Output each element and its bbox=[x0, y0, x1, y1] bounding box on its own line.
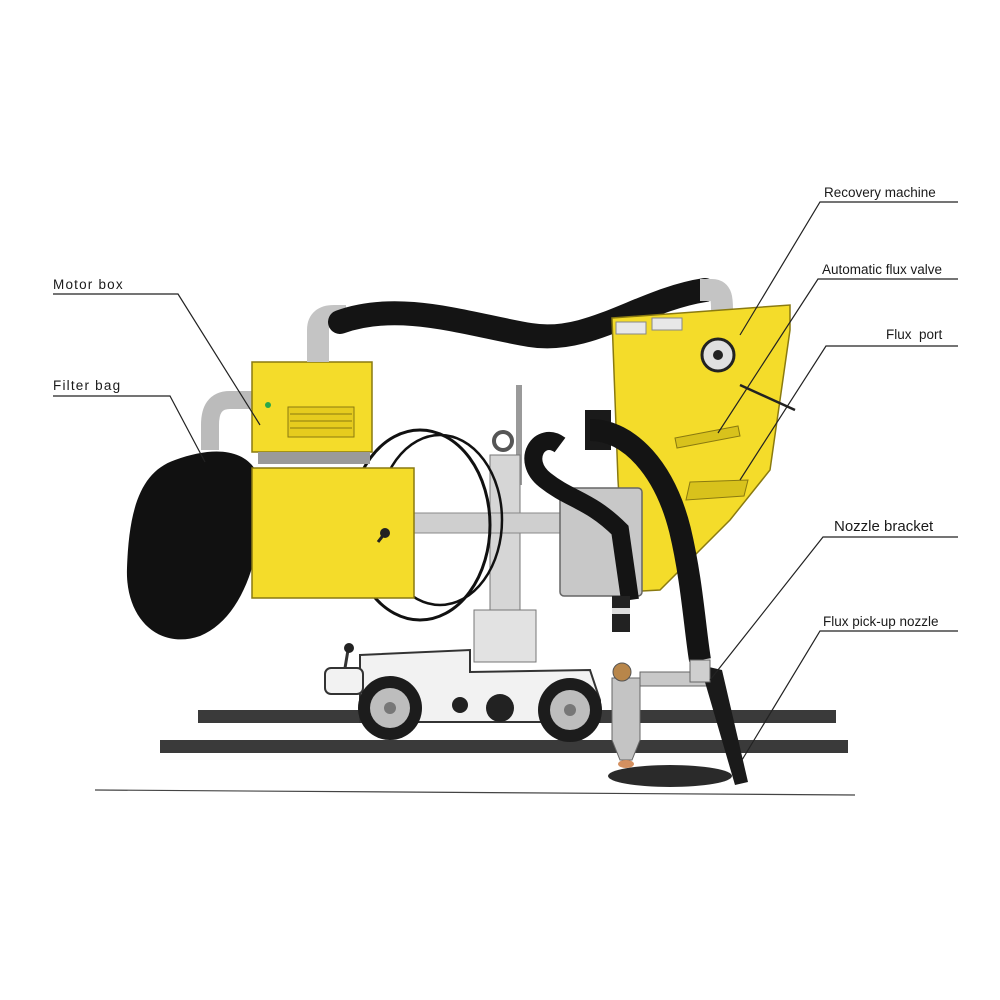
feed-hose bbox=[524, 432, 639, 602]
motor-box-vent bbox=[287, 406, 355, 438]
hopper-top-pipe bbox=[700, 279, 733, 311]
pickup-nozzle bbox=[700, 665, 748, 785]
hopper-lid-left bbox=[615, 321, 647, 335]
label-filter-bag: Filter bag bbox=[53, 378, 121, 393]
motor-box-indicator bbox=[265, 402, 271, 408]
mast-eye bbox=[492, 430, 514, 452]
mast-base bbox=[473, 609, 537, 663]
tractor-lever-knob bbox=[344, 643, 354, 653]
cross-arm bbox=[399, 512, 561, 534]
motor-box-base bbox=[258, 452, 370, 464]
mast-rod bbox=[516, 385, 522, 485]
label-recovery-machine: Recovery machine bbox=[824, 185, 936, 200]
leader-nozzle-bracket bbox=[709, 536, 958, 681]
leader-recovery-machine bbox=[739, 201, 958, 336]
leader-automatic-flux-valve bbox=[717, 278, 958, 434]
rail-front bbox=[160, 740, 848, 753]
torch-tip bbox=[618, 760, 634, 768]
hopper-cable bbox=[739, 383, 796, 412]
label-motor-box: Motor box bbox=[53, 277, 124, 292]
ground-line bbox=[94, 789, 856, 796]
flux-valve-arm bbox=[674, 425, 741, 449]
label-automatic-flux-valve: Automatic flux valve bbox=[822, 262, 942, 277]
flux-pile bbox=[608, 765, 732, 787]
leader-filter-bag bbox=[53, 395, 206, 463]
wheel-right bbox=[538, 678, 602, 742]
welding-torch bbox=[611, 677, 641, 761]
wheel-left bbox=[358, 676, 422, 740]
label-nozzle-bracket: Nozzle bracket bbox=[834, 518, 934, 535]
flux-port-chute bbox=[685, 479, 749, 501]
tractor-lever bbox=[343, 649, 350, 669]
torch-clamp bbox=[612, 662, 632, 682]
leader-flux-port bbox=[739, 345, 958, 481]
hopper-lid-right bbox=[651, 317, 683, 331]
label-flux-pickup-nozzle: Flux pick-up nozzle bbox=[823, 614, 939, 629]
motor-pipe bbox=[201, 391, 258, 450]
filter-bag bbox=[126, 451, 263, 640]
tractor-handle bbox=[324, 667, 364, 695]
overhead-hose bbox=[328, 278, 717, 349]
leader-flux-pickup-nozzle bbox=[741, 630, 958, 761]
recovery-hose bbox=[589, 419, 711, 662]
leader-motor-box bbox=[53, 293, 261, 426]
tractor-hole-2 bbox=[486, 694, 514, 722]
label-flux-port: Flux port bbox=[886, 327, 943, 342]
tractor-hole-1 bbox=[452, 697, 468, 713]
